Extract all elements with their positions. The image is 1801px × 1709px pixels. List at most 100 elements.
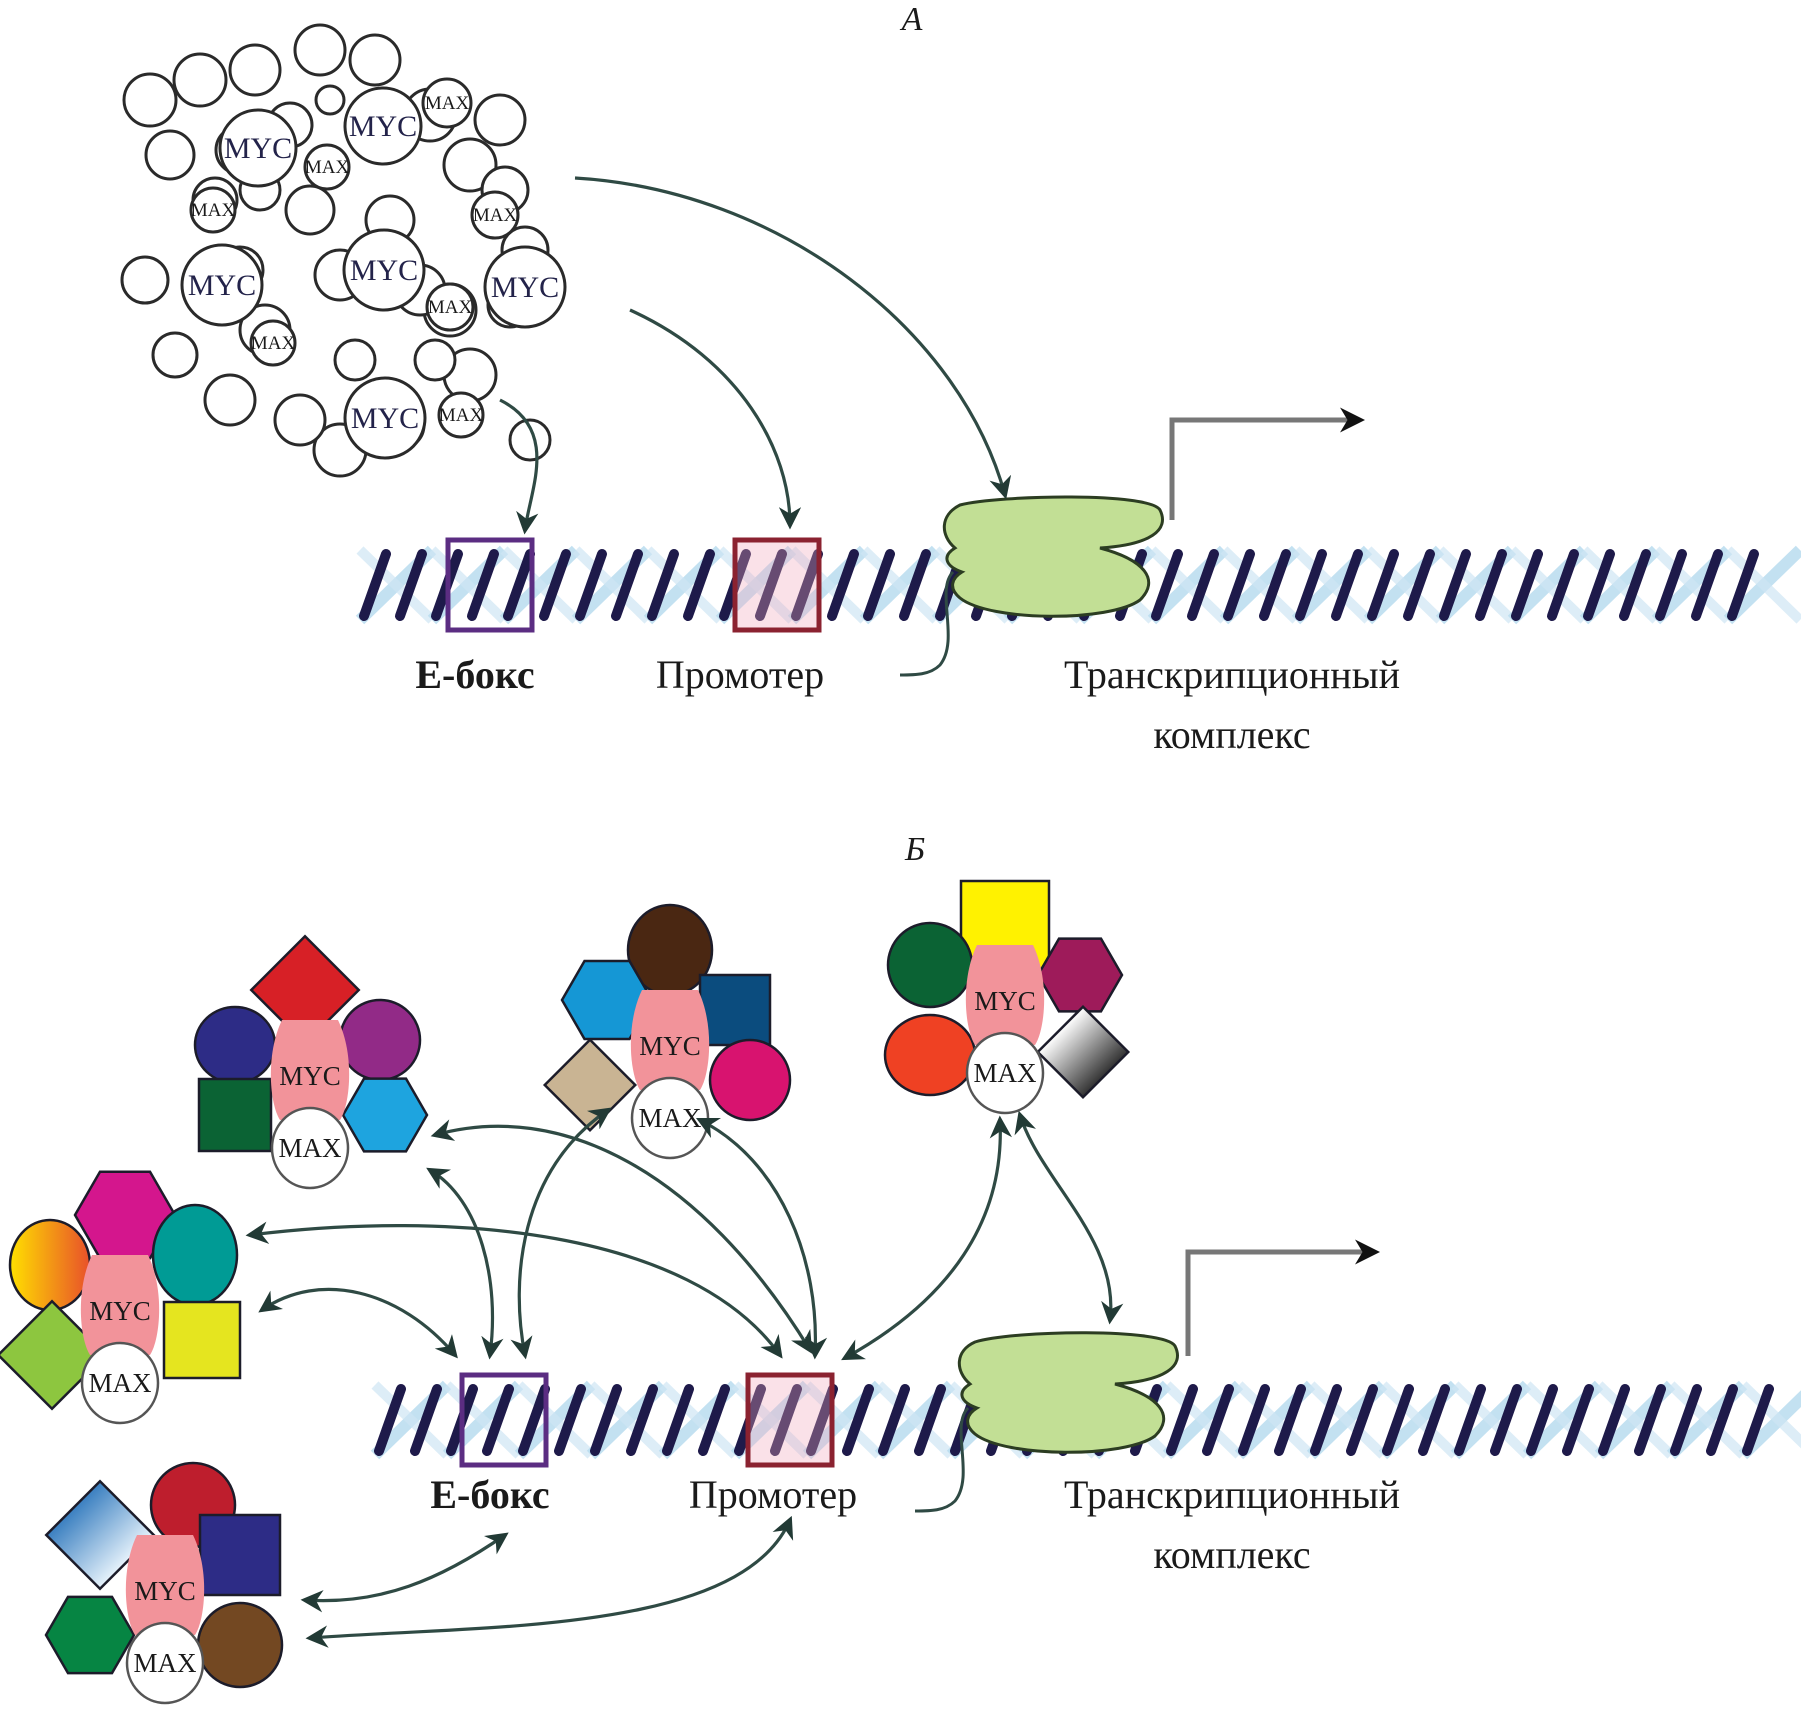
complex-label-line1: Транскрипционный xyxy=(1064,1472,1400,1517)
dna-backbone-segment xyxy=(1526,1384,1558,1456)
green-circle-protein xyxy=(886,921,974,1009)
dna-backbone-segment xyxy=(827,549,859,621)
green-hexagon-protein xyxy=(44,1595,136,1675)
red-diamond-protein xyxy=(249,934,361,1046)
max-circle xyxy=(421,77,473,129)
dna-strand-light xyxy=(356,546,436,624)
brown-circle-protein xyxy=(196,1601,284,1689)
arrow-cluster-to-promoter xyxy=(629,308,802,530)
arrow-complex5-promoter xyxy=(305,1515,794,1648)
dna-backbone-segment xyxy=(1223,549,1255,621)
yellow-rect-protein xyxy=(162,1300,242,1380)
dna-backbone-segment xyxy=(410,1384,442,1456)
dna-strand-light xyxy=(371,1381,451,1459)
dna-backbone-segment xyxy=(791,549,823,621)
dna-backbone-segment xyxy=(590,1384,622,1456)
dna-backbone-segment xyxy=(1742,1384,1774,1456)
transcription-start-arrow xyxy=(1169,407,1365,520)
orange-gradient-circle-protein xyxy=(8,1218,92,1312)
dna-backbone-segment xyxy=(1706,1384,1738,1456)
dna-backbone-segment xyxy=(1490,1384,1522,1456)
dna-backbone-segment xyxy=(1547,549,1579,621)
dna-backbone-segment xyxy=(575,549,607,621)
dna-backbone-segment xyxy=(1454,1384,1486,1456)
max-label: MAX xyxy=(251,333,296,354)
dna-backbone-segment xyxy=(1598,1384,1630,1456)
myc-core xyxy=(125,1535,205,1635)
myc-core xyxy=(965,945,1045,1045)
dna-strand-light xyxy=(788,546,868,624)
dna-backbone-segment xyxy=(1166,1384,1198,1456)
myc-circle xyxy=(180,243,264,327)
promoter-label: Промотер xyxy=(689,1472,857,1517)
cluster-protein-circle xyxy=(122,72,178,128)
dna-backbone-segment xyxy=(647,549,679,621)
max-circle xyxy=(470,190,520,240)
max-label: MAX xyxy=(425,93,470,114)
ebox-frame xyxy=(445,537,535,633)
dna-strand-light xyxy=(716,546,796,624)
dna-strand-light xyxy=(1667,1381,1747,1459)
cluster-protein-circle xyxy=(273,393,327,447)
max-circle xyxy=(425,282,475,332)
ebox-frame xyxy=(459,1372,549,1468)
myc-label: MYC xyxy=(349,110,417,143)
transcription-start-arrow xyxy=(1185,1239,1380,1356)
complex-label-line2: комплекс xyxy=(1153,712,1310,757)
dna-backbone-segment xyxy=(698,1384,730,1456)
navy-blob-protein xyxy=(193,1005,277,1085)
dna-backbone-segment xyxy=(1583,549,1615,621)
dna-backbone-segment xyxy=(770,1384,802,1456)
magenta-hexagon-protein xyxy=(1036,937,1124,1013)
interaction-arrows xyxy=(245,1107,1124,1648)
arrow-complex2-promoter xyxy=(695,1117,828,1360)
cluster-protein-circle xyxy=(348,33,402,87)
complex-label-line2: комплекс xyxy=(1153,1532,1310,1577)
dna-backbone-segment xyxy=(1634,1384,1666,1456)
blue-hexagon-protein xyxy=(341,1077,429,1153)
dna-backbone-segment xyxy=(1310,1384,1342,1456)
dna-backbone-segment xyxy=(1202,1384,1234,1456)
dna-strand-light xyxy=(644,546,724,624)
max-label: MAX xyxy=(305,157,350,178)
dna-backbone-segment xyxy=(1151,549,1183,621)
dna-backbone-segment xyxy=(503,549,535,621)
dna-strand-light xyxy=(1652,546,1732,624)
dna-strand-light xyxy=(1235,1381,1315,1459)
max-label: MAX xyxy=(191,200,236,221)
dna-backbone-segment xyxy=(755,549,787,621)
dark-blue-square-protein xyxy=(698,973,772,1047)
dna-strand-light xyxy=(572,546,652,624)
myc-label: MYC xyxy=(224,132,292,165)
dna-backbone-segment xyxy=(395,549,427,621)
dna-strand-light xyxy=(1508,546,1588,624)
cluster-protein-circle xyxy=(508,418,552,462)
dna-backbone-segment xyxy=(1187,549,1219,621)
max-circle xyxy=(303,143,351,191)
dna-backbone-segment xyxy=(518,1384,550,1456)
dna-backbone-segment xyxy=(374,1384,406,1456)
dna-strand-light xyxy=(500,546,580,624)
myc-max-complex: MYC MAX xyxy=(883,879,1131,1115)
cluster-protein-circle xyxy=(293,23,347,77)
dna-strand-light xyxy=(803,1381,883,1459)
dna-strand-light xyxy=(1451,1381,1531,1459)
cluster-protein-circle xyxy=(151,331,199,379)
dna-backbone-segment xyxy=(1691,549,1723,621)
ebox-label: Е-бокс xyxy=(430,1472,549,1517)
myc-circle xyxy=(483,245,567,329)
cluster-protein-circle xyxy=(473,93,527,147)
max-circle xyxy=(189,186,237,234)
max-label: MAX xyxy=(973,1058,1037,1088)
myc-label: MYC xyxy=(974,986,1036,1016)
cluster-protein-circle xyxy=(333,338,377,382)
cluster-protein-circle xyxy=(413,338,457,382)
arrow-cluster-to-complex xyxy=(574,176,1012,500)
dna-backbone-segment xyxy=(1331,549,1363,621)
promoter-frame xyxy=(732,537,822,633)
dna-backbone-segment xyxy=(683,549,715,621)
